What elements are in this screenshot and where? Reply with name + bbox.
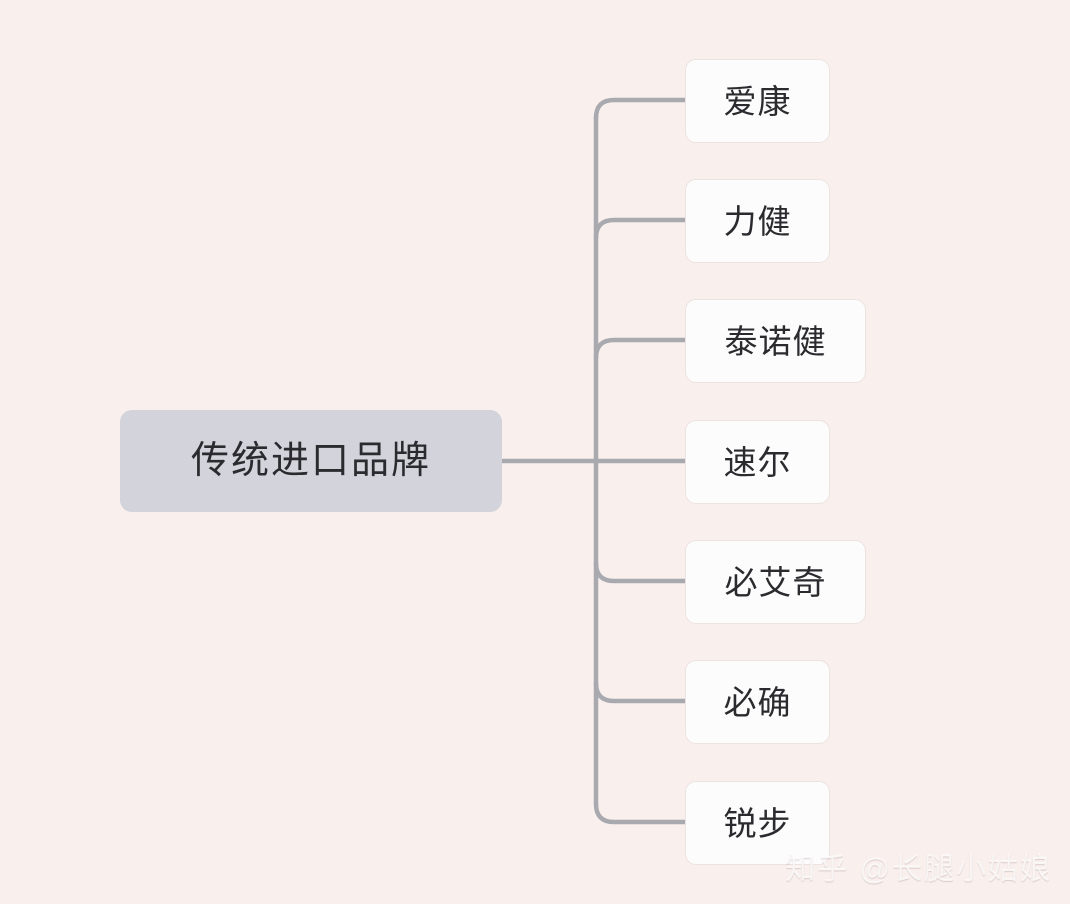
child-node-label: 泰诺健 [724, 322, 827, 360]
root-node-label: 传统进口品牌 [190, 440, 431, 482]
mindmap-child-node-5[interactable]: 必艾奇 [685, 540, 866, 624]
child-node-label: 爱康 [723, 82, 792, 120]
child-node-label: 速尔 [723, 443, 792, 481]
mindmap-child-node-4[interactable]: 速尔 [685, 420, 830, 504]
child-node-label: 必艾奇 [724, 563, 827, 601]
connector-branch-1 [593, 97, 688, 121]
mindmap-root-node[interactable]: 传统进口品牌 [120, 410, 502, 512]
watermark-text: 知乎 @长腿小姑娘 [785, 853, 1052, 886]
child-node-label: 力健 [723, 202, 792, 240]
connector-branch-6 [593, 680, 688, 704]
connector-branch-7 [593, 801, 688, 825]
connector-branch-2 [593, 217, 688, 241]
mindmap-child-node-6[interactable]: 必确 [685, 660, 830, 744]
child-node-label: 必确 [723, 683, 792, 721]
mindmap-child-node-3[interactable]: 泰诺健 [685, 299, 866, 383]
connector-branch-3 [593, 337, 688, 361]
mindmap-child-node-1[interactable]: 爱康 [685, 59, 830, 143]
connector-branch-5 [593, 560, 688, 584]
mindmap-child-node-7[interactable]: 锐步 [685, 781, 830, 865]
mindmap-child-node-2[interactable]: 力健 [685, 179, 830, 263]
child-node-label: 锐步 [723, 804, 792, 842]
